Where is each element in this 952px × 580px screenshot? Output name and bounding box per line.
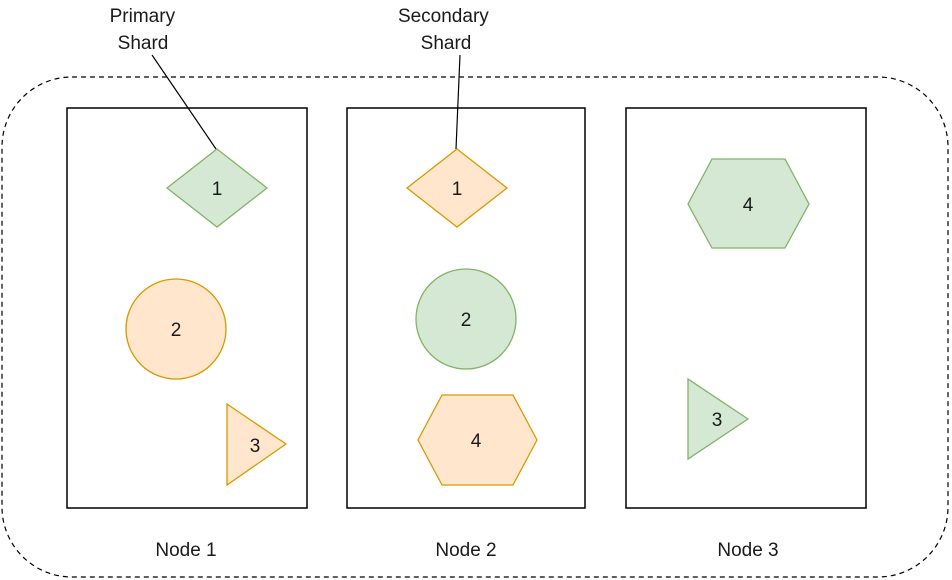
shard-number: 1: [212, 179, 223, 200]
shard-1-diamond: 1: [165, 148, 269, 228]
node-label-2: Node 2: [435, 540, 496, 561]
shard-2-circle-shape: [125, 278, 227, 380]
node-label-1: Node 1: [155, 540, 216, 561]
shard-2-circle-shape: [415, 268, 517, 370]
shard-number: 4: [471, 431, 482, 452]
shard-number: 3: [250, 436, 261, 457]
secondary-shard-label: Secondary Shard: [398, 6, 494, 54]
shard-3-triangle-shape: [226, 402, 288, 487]
shard-1-diamond-shape: [165, 148, 269, 228]
shard-4-hexagon: 4: [687, 158, 810, 249]
secondary-shard-label-line-1: Secondary: [398, 6, 489, 27]
shard-4-hexagon-shape: [687, 158, 810, 249]
shard-4-hexagon: 4: [417, 394, 538, 486]
shard-number: 4: [743, 195, 754, 216]
primary-shard-label-line-1: Primary: [110, 6, 176, 27]
shard-number: 2: [171, 320, 182, 341]
shard-number: 1: [452, 179, 463, 200]
shard-1-diamond: 1: [405, 148, 509, 228]
shard-2-circle: 2: [125, 278, 227, 380]
shard-2-circle: 2: [415, 268, 517, 370]
shard-3-triangle-shape: [687, 377, 750, 461]
secondary-shard-label-line-2: Shard: [421, 33, 472, 54]
shard-3-triangle: 3: [226, 402, 288, 487]
shard-number: 3: [712, 410, 723, 431]
primary-annotation-line: [151, 54, 217, 150]
secondary-annotation-line: [455, 54, 461, 150]
shard-4-hexagon-shape: [417, 394, 538, 486]
shard-number: 2: [461, 310, 472, 331]
node-label-3: Node 3: [717, 540, 778, 561]
shard-1-diamond-shape: [405, 148, 509, 228]
primary-shard-label: Primary Shard: [110, 6, 181, 54]
primary-shard-label-line-2: Shard: [118, 33, 169, 54]
shard-3-triangle: 3: [687, 377, 750, 461]
